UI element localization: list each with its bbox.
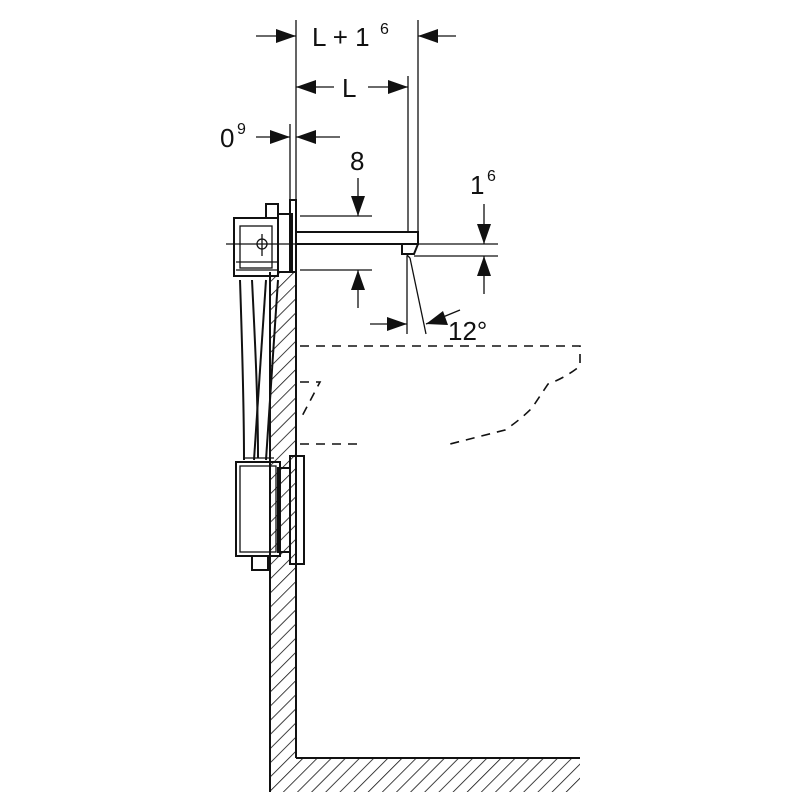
dim-sup-zero-9: 9 <box>237 121 246 138</box>
dimension-angle: 12° <box>370 256 487 346</box>
washbasin-outline <box>299 345 581 445</box>
spout <box>295 231 419 259</box>
control-unit <box>235 455 305 571</box>
dim-label-zero-9: 0 <box>220 123 234 153</box>
dim-sup-l-plus-16: 6 <box>380 21 389 38</box>
dimension-one-6: 1 6 <box>414 168 498 294</box>
floor <box>296 757 580 792</box>
dim-sup-one-6: 6 <box>487 168 496 185</box>
dim-label-one-6: 1 <box>470 170 484 200</box>
flush-box <box>226 199 300 277</box>
hoses <box>239 279 279 461</box>
dimension-eight: 8 <box>300 146 372 308</box>
wall <box>269 272 297 792</box>
dimension-zero-9: 0 9 <box>220 121 340 200</box>
dimension-l-plus-16: L + 1 6 <box>256 20 456 232</box>
dim-label-angle: 12° <box>448 316 487 346</box>
dim-label-l: L <box>342 73 356 103</box>
dim-label-l-plus-16: L + 1 <box>312 22 370 52</box>
dim-label-eight: 8 <box>350 146 364 176</box>
dimension-l: L <box>296 73 409 232</box>
